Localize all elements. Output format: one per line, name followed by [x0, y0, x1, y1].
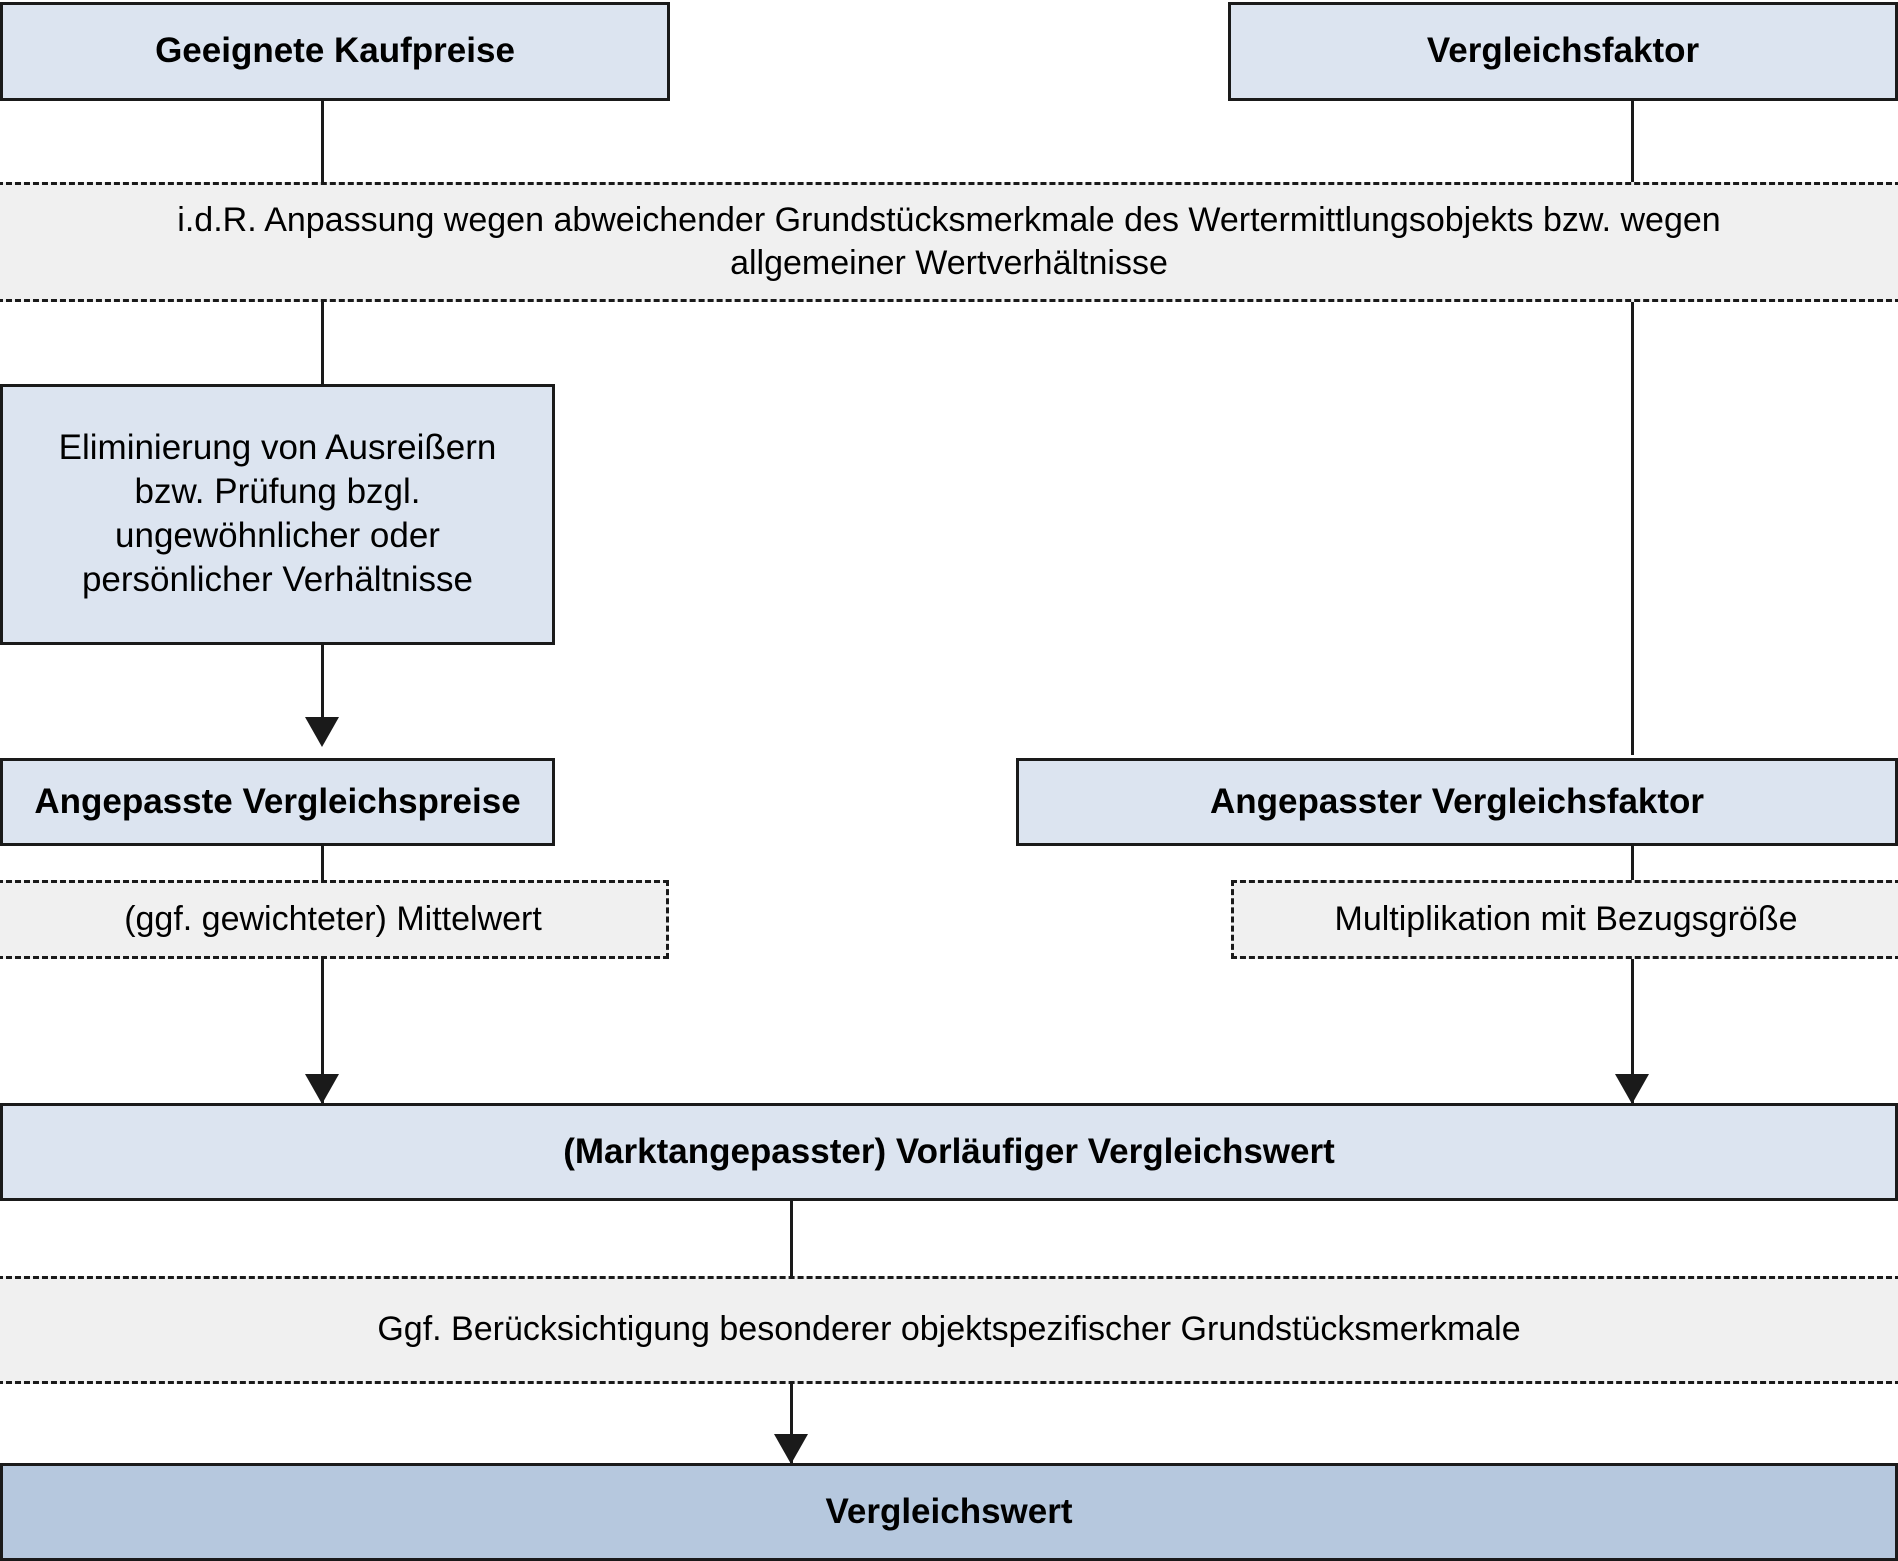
note-label: i.d.R. Anpassung wegen abweichender Grun… — [177, 201, 1721, 283]
node-vergleichswert[interactable]: Vergleichswert — [0, 1462, 1898, 1561]
arrowhead-eliminierung-to-angepasste — [305, 716, 339, 747]
note-mittelwert[interactable]: (ggf. gewichteter) Mittelwert — [0, 880, 669, 960]
node-geeignete-kaufpreise[interactable]: Geeignete Kaufpreise — [0, 2, 670, 101]
connector-mittelwert-to-vorlaeufig — [321, 956, 324, 1103]
note-multiplikation[interactable]: Multiplikation mit Bezugsgröße — [1231, 880, 1898, 960]
node-label: Geeignete Kaufpreise — [155, 31, 515, 71]
connector-besondere-to-vergleichswert — [790, 1381, 793, 1463]
node-label: Angepasster Vergleichsfaktor — [1209, 782, 1705, 822]
node-label: (Marktangepasster) Vorläufiger Vergleich… — [563, 1132, 1335, 1172]
note-label: Multiplikation mit Bezugsgröße — [1334, 900, 1798, 939]
connector-vorlaeufig-to-besondere — [790, 1198, 793, 1279]
connector-kaufpreise-to-anpassung — [321, 98, 324, 185]
node-vorlaeufiger-vergleichswert[interactable]: (Marktangepasster) Vorläufiger Vergleich… — [0, 1103, 1898, 1202]
note-label: (ggf. gewichteter) Mittelwert — [124, 900, 542, 939]
node-vergleichsfaktor[interactable]: Vergleichsfaktor — [1228, 2, 1898, 101]
note-label: Ggf. Berücksichtigung besonderer objekts… — [377, 1310, 1521, 1349]
arrowhead-mittelwert-to-vorlaeufig — [305, 1074, 339, 1105]
node-angepasste-vergleichspreise[interactable]: Angepasste Vergleichspreise — [0, 757, 555, 847]
arrowhead-besondere-to-vergleichswert — [774, 1433, 808, 1464]
node-angepasster-vergleichsfaktor[interactable]: Angepasster Vergleichsfaktor — [1016, 757, 1898, 847]
note-anpassung[interactable]: i.d.R. Anpassung wegen abweichender Grun… — [0, 182, 1898, 303]
node-label: Vergleichswert — [825, 1491, 1073, 1531]
connector-multiplikation-to-vorlaeufig — [1631, 956, 1634, 1103]
connector-anpassung-to-faktor — [1631, 299, 1634, 756]
connector-eliminierung-to-angepasste — [321, 642, 324, 744]
node-label: Angepasste Vergleichspreise — [34, 782, 521, 822]
connector-anpassung-to-eliminierung — [321, 299, 324, 387]
note-besondere-merkmale[interactable]: Ggf. Berücksichtigung besonderer objekts… — [0, 1275, 1898, 1384]
arrowhead-multiplikation-to-vorlaeufig — [1615, 1074, 1649, 1105]
node-label: Vergleichsfaktor — [1426, 31, 1700, 71]
node-label: Eliminierung von Ausreißern bzw. Prüfung… — [58, 428, 497, 600]
node-eliminierung[interactable]: Eliminierung von Ausreißern bzw. Prüfung… — [0, 383, 555, 645]
connector-vergleichsfaktor-to-anpassung — [1631, 98, 1634, 185]
